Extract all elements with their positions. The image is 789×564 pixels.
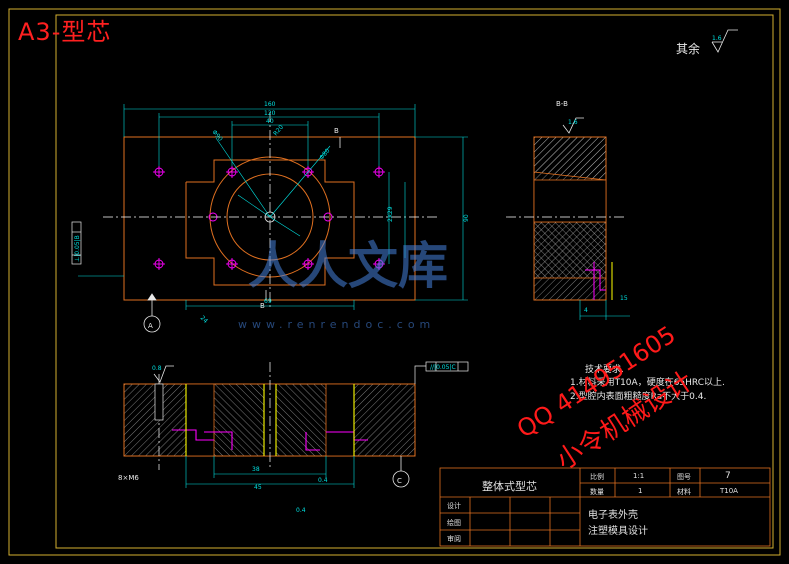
material-value: T10A [720,487,738,495]
roughness-symbol [711,29,738,53]
dim-2x29: 2X29 [387,206,394,222]
qty-label: 数量 [590,488,604,496]
dim-120: 120 [264,110,276,117]
ratio-label: 比例 [590,473,604,481]
inner-frame [55,14,774,549]
roughness-label: 其余 [676,42,701,56]
datum-c [392,456,410,488]
dim-69: 69 [264,298,272,305]
dim-15: 15 [620,295,628,302]
datum-c-label: C [397,477,402,485]
dim-24: 24 [199,314,209,324]
material-label: 材料 [677,488,691,496]
cavity-outline [185,159,355,286]
tol-flatness: ⊥|0.05|B [74,235,81,262]
front-view [123,361,469,488]
dim-0-8: 0.8 [152,365,162,372]
drawing-value: 7 [725,471,731,481]
tech-heading: 技术要求. [585,365,624,375]
section-roughness: 1.6 [568,119,578,126]
review-label: 审阅 [447,535,461,543]
dim-phi80: Φ80 [318,147,331,161]
draw-label: 绘图 [447,519,461,527]
watermark-site-url: www.renrendoc.com [238,318,436,331]
title-block [439,467,771,547]
hole-callout: 8×M6 [118,474,139,482]
dim-phi90: Φ90 [210,129,223,143]
page-title: A3-型芯 [18,18,112,46]
tech-line2: 2.型腔内表面粗糙度Ra不大于0.4. [570,392,707,402]
top-view-outline [123,136,416,301]
dim-38: 38 [252,466,260,473]
project-line2: 注塑模具设计 [588,526,648,537]
section-view [506,117,630,320]
qty-value: 1 [638,487,643,495]
dim-40: 40 [266,118,274,125]
datum-a-label: A [148,322,153,330]
dim-0-4a: 0.4 [296,507,306,514]
flatness-frame [71,221,82,265]
dim-0-4b: 0.4 [318,477,328,484]
dim-45: 45 [254,484,262,491]
dim-4: 4 [584,307,588,314]
design-label: 设计 [447,502,461,510]
dim-90: 90 [463,214,470,222]
section-label: B-B [556,100,568,108]
roughness-value: 1.6 [712,35,722,42]
tech-line1: 1.材料采用T10A，硬度在65HRC以上. [570,378,725,388]
top-view [71,104,468,333]
project-line1: 电子表外壳 [588,510,638,521]
datum-a [143,293,161,333]
ratio-value: 1:1 [633,472,645,480]
dim-r20: R20 [272,124,285,138]
tol-parallel: //|0.05|C [430,364,456,371]
section-mark-b1: B [334,127,339,135]
watermark-site-cn: 人人文库 [248,237,448,295]
part-name: 整体式型芯 [482,480,537,493]
mounting-holes [153,166,385,270]
dim-160: 160 [264,101,276,108]
section-mark-b2: B [260,302,265,310]
outer-frame [8,8,781,556]
drawing-label: 图号 [677,473,691,481]
